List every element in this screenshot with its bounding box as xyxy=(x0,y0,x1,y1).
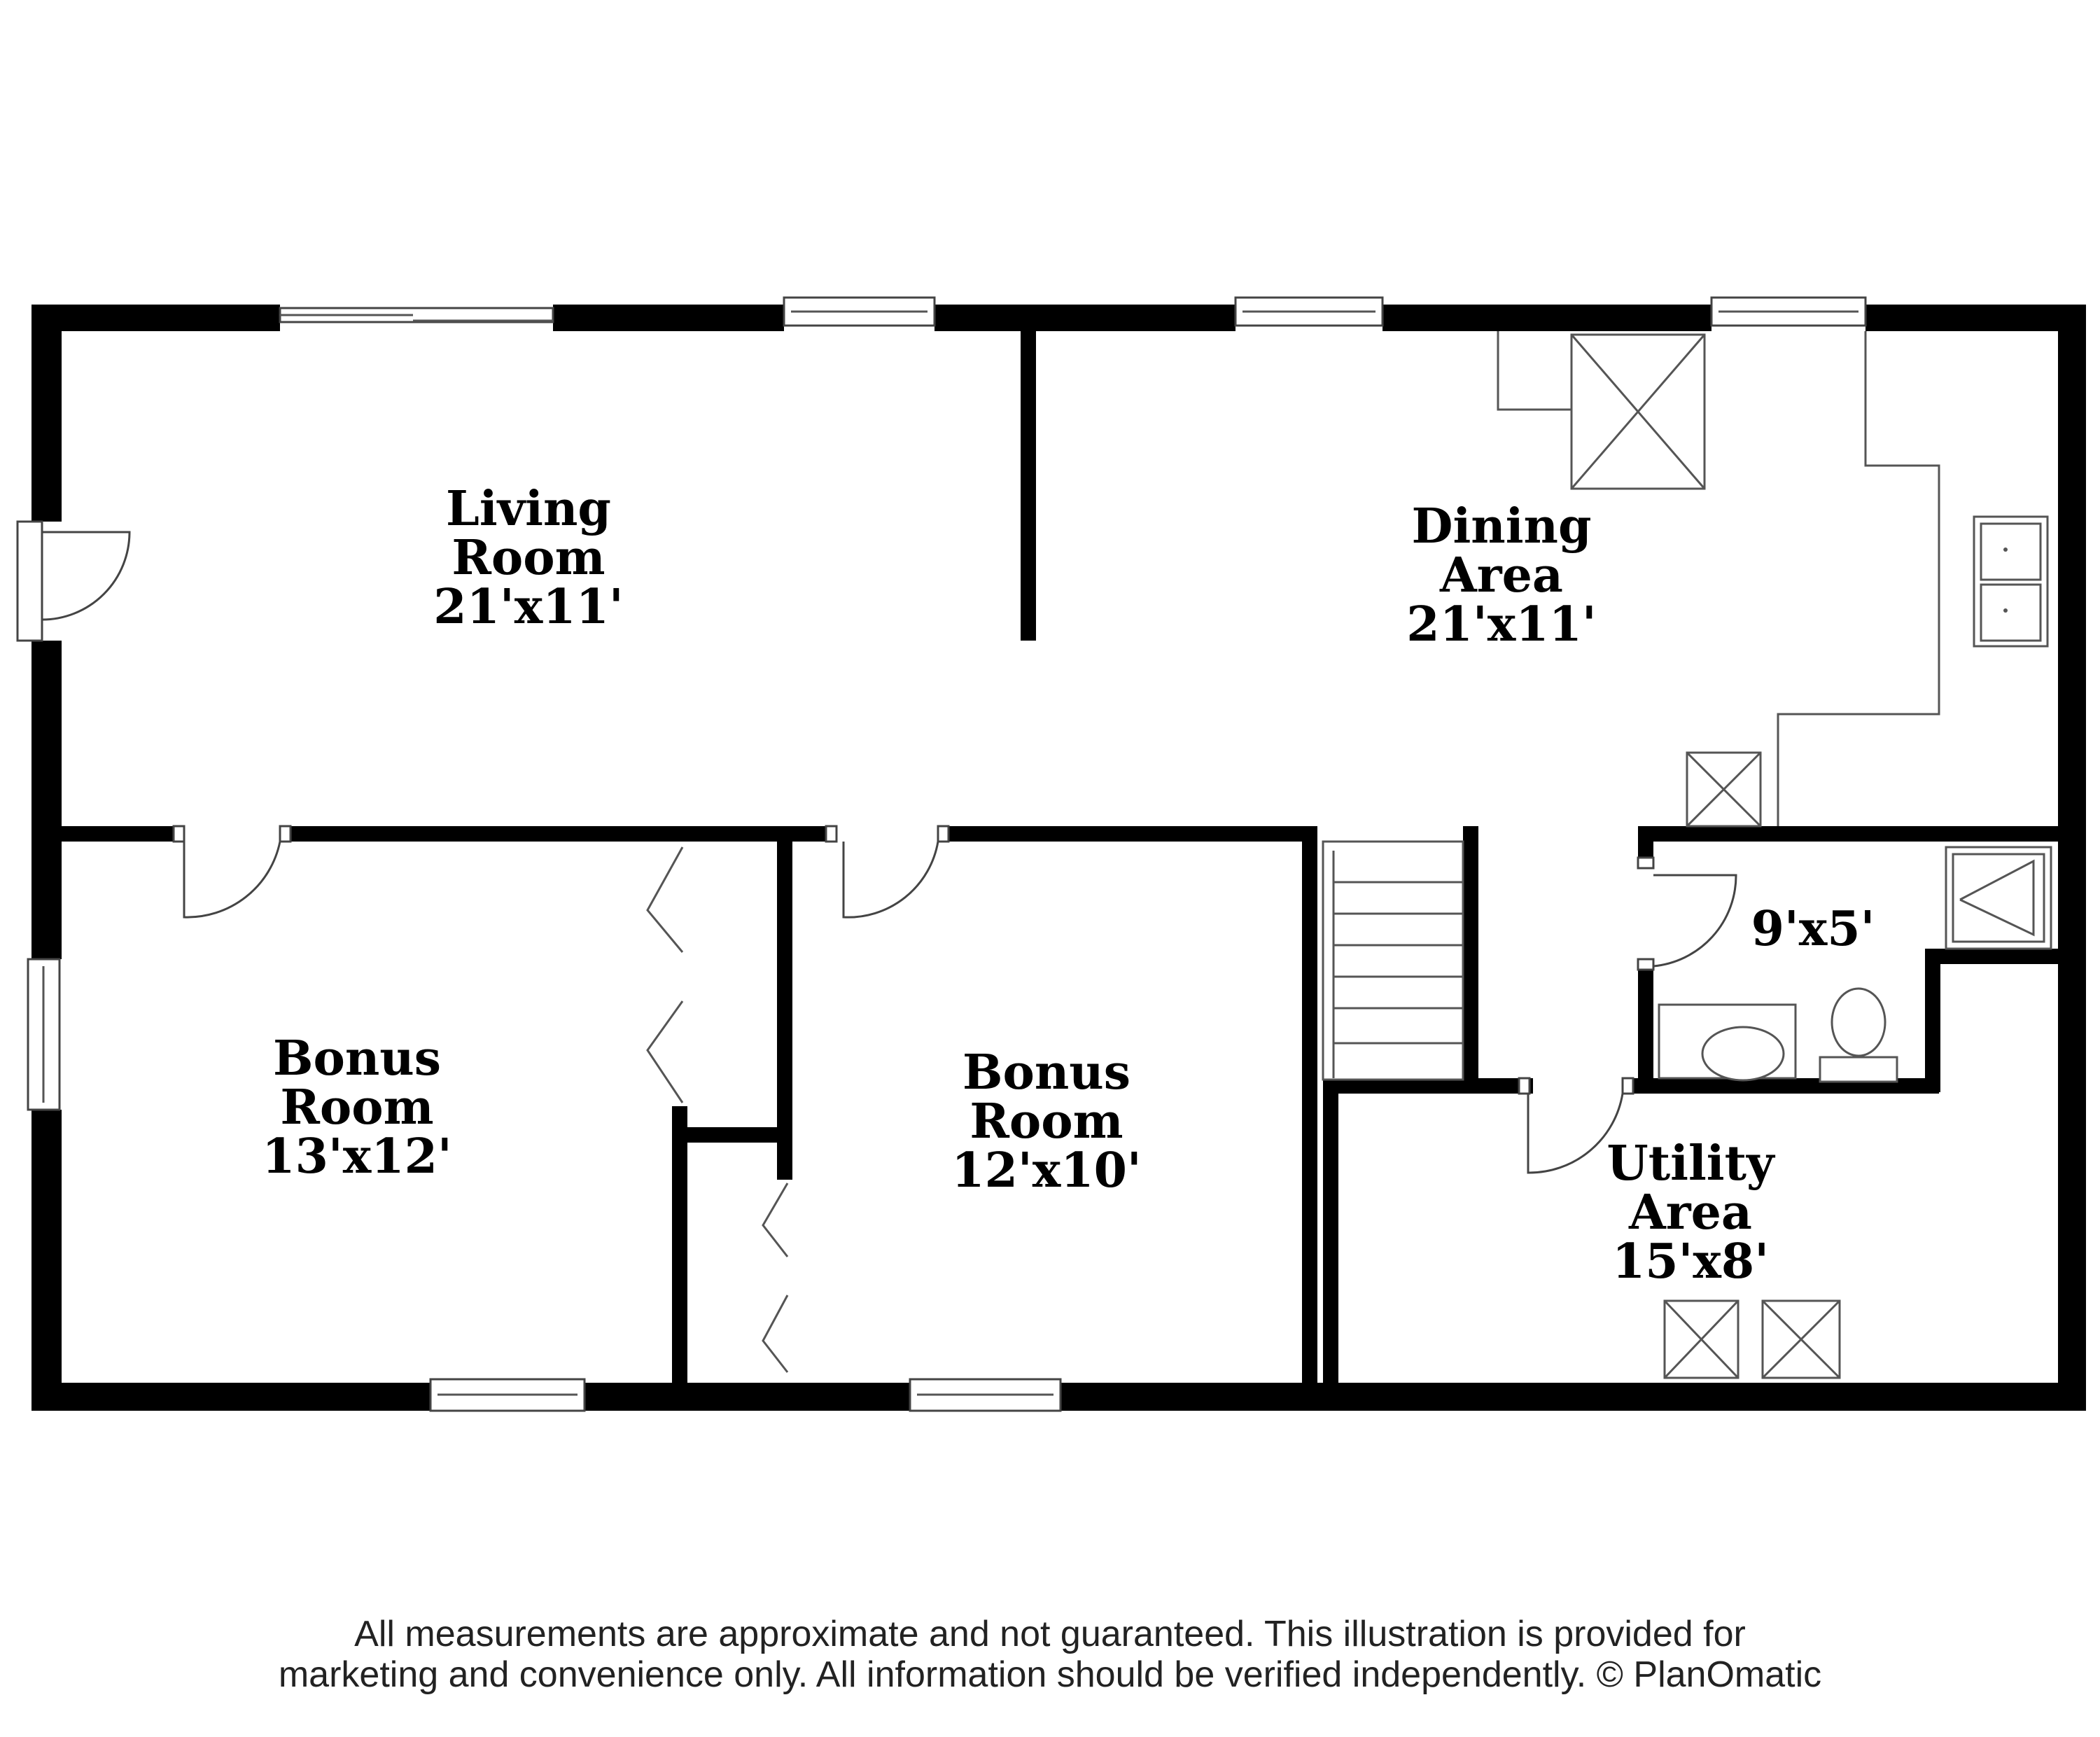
bifold-closet-left-1 xyxy=(646,846,684,953)
wall-top-right xyxy=(1865,305,2086,331)
door-bath-jamb-2 xyxy=(1637,958,1655,971)
disclaimer: All measurements are approximate and not… xyxy=(0,1614,2100,1695)
wall-bottom-3 xyxy=(1060,1383,2086,1411)
dining-area-name-2: Area xyxy=(1439,547,1563,604)
partition-living-dining xyxy=(1021,329,1036,641)
door-bath-jamb-1 xyxy=(1637,856,1655,870)
wall-closet-divider xyxy=(777,837,792,1180)
disclaimer-line-1: All measurements are approximate and not… xyxy=(354,1614,1746,1654)
door-bath-swing xyxy=(1653,874,1737,968)
fridge-nook xyxy=(1497,331,1572,411)
door-utility-swing xyxy=(1527,1093,1624,1174)
disclaimer-line-2: marketing and convenience only. All info… xyxy=(278,1654,1822,1695)
bonus-room-left-name-2: Room xyxy=(280,1080,433,1136)
door-bonus-left-jamb-1 xyxy=(172,825,186,843)
bonus-room-left-name-1: Bonus xyxy=(273,1031,441,1087)
wall-left-top xyxy=(31,305,62,522)
wall-bottom-2 xyxy=(584,1383,910,1411)
wall-closet-left xyxy=(672,1106,687,1386)
front-door-swing xyxy=(41,531,131,621)
door-utility-jamb-1 xyxy=(1518,1077,1531,1095)
wall-bonus-mid-right xyxy=(1302,826,1317,1400)
wall-bath-step xyxy=(1925,949,1940,1092)
toilet-bowl-icon xyxy=(1830,987,1886,1057)
wall-utility-left xyxy=(1323,1092,1338,1400)
bifold-closet-left-2 xyxy=(646,1000,684,1103)
interior-walls xyxy=(62,329,2058,1400)
wall-bottom-1 xyxy=(31,1383,430,1411)
living-room-name-1: Living xyxy=(446,481,611,537)
living-room-size: 21'x11' xyxy=(433,579,623,635)
bath-size: 9'x5' xyxy=(1751,901,1875,957)
front-door-frame xyxy=(16,520,43,642)
utility-area-size: 15'x8' xyxy=(1612,1234,1769,1290)
kitchen xyxy=(1497,331,2049,828)
bonus-room-mid-size: 12'x10' xyxy=(951,1143,1141,1199)
wall-bonus-top-3 xyxy=(948,826,1309,842)
door-bonus-left-swing xyxy=(183,841,281,919)
living-room-name-2: Room xyxy=(451,530,605,586)
wall-bath-left xyxy=(1638,826,1653,858)
bifold-closet-mid-2 xyxy=(762,1295,789,1373)
bifold-closet-mid-1 xyxy=(762,1183,789,1257)
door-bonus-mid-swing xyxy=(842,841,939,919)
utility-area-name-1: Utility xyxy=(1606,1136,1776,1192)
wall-bath-top xyxy=(1638,826,2058,842)
dining-area-size: 21'x11' xyxy=(1406,597,1596,653)
utility-area-name-2: Area xyxy=(1628,1185,1752,1241)
dining-area-name-1: Dining xyxy=(1411,498,1591,554)
wall-stair-right xyxy=(1463,826,1478,1089)
exterior-walls xyxy=(31,305,2086,1411)
door-bonus-left-jamb-2 xyxy=(279,825,292,843)
wall-bonus-top-1 xyxy=(62,826,174,842)
bonus-room-mid-name-2: Room xyxy=(969,1094,1123,1150)
windows xyxy=(27,296,1867,1412)
staircase xyxy=(1322,840,1464,1081)
doors xyxy=(16,520,1737,1373)
wall-right xyxy=(2058,305,2086,1411)
wall-utility-door-right xyxy=(1631,1078,1645,1094)
wall-top-mid-1 xyxy=(553,305,784,331)
wall-top-left xyxy=(31,305,280,331)
wall-bath-left-2 xyxy=(1638,970,1653,1089)
utility-fixtures xyxy=(1663,1299,1841,1379)
door-utility-jamb-2 xyxy=(1621,1077,1634,1095)
wall-utility-top xyxy=(1323,1078,1470,1094)
door-bonus-mid-jamb-2 xyxy=(937,825,950,843)
sink-basin-icon xyxy=(1701,1026,1785,1082)
door-bonus-mid-jamb-1 xyxy=(825,825,838,843)
wall-left-mid xyxy=(31,641,62,959)
wall-closet-mid xyxy=(672,1127,791,1143)
room-labels: Living Room 21'x11' Dining Area 21'x11' … xyxy=(262,481,1875,1290)
bonus-room-left-size: 13'x12' xyxy=(262,1129,451,1185)
wall-stair-bottom xyxy=(1463,1078,1533,1094)
toilet-tank-icon xyxy=(1819,1056,1898,1083)
kitchen-counter xyxy=(1777,331,1940,826)
wall-top-mid-2 xyxy=(934,305,1236,331)
bonus-room-mid-name-1: Bonus xyxy=(962,1045,1130,1101)
wall-bonus-top-2 xyxy=(290,826,826,842)
wall-left-bottom xyxy=(31,1110,62,1411)
wall-top-mid-3 xyxy=(1382,305,1712,331)
wall-bath-step-top xyxy=(1925,949,2058,964)
bathroom xyxy=(1658,846,2052,1083)
